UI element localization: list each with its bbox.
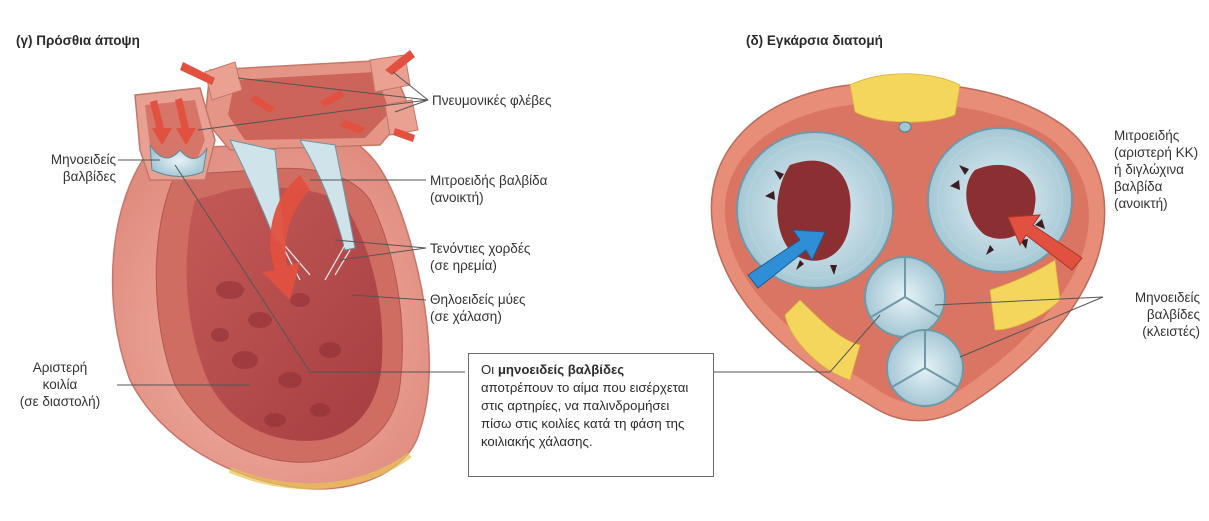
label-semilunar-closed: Μηνοειδείς βαλβίδες (κλειστές) bbox=[1104, 289, 1200, 340]
label-semilunar-valves: Μηνοειδείς βαλβίδες bbox=[20, 151, 116, 185]
label-chordae: Τενόντιες χορδές (σε ηρεμία) bbox=[430, 240, 530, 274]
label-mitral-valve-open: Μιτροειδής βαλβίδα (ανοικτή) bbox=[430, 172, 547, 206]
semilunar-callout-box: Οι μηνοειδείς βαλβίδες αποτρέπουν το αίμ… bbox=[468, 353, 714, 477]
callout-line: αποτρέπουν το αίμα που εισέρχεται bbox=[481, 379, 703, 397]
label-papillary-muscles: Θηλοειδείς μύες (σε χάλαση) bbox=[430, 291, 526, 325]
callout-first-line: Οι μηνοειδείς βαλβίδες bbox=[481, 361, 703, 379]
panel-c-title: (γ) Πρόσθια άποψη bbox=[16, 33, 140, 48]
label-pulmonary-veins: Πνευμονικές φλέβες bbox=[432, 92, 552, 109]
cross-section-drawing bbox=[711, 74, 1104, 421]
callout-line: στις αρτηρίες, να παλινδρομήσει bbox=[481, 397, 703, 415]
anterior-heart-drawing bbox=[113, 50, 430, 489]
callout-line: πίσω στις κοιλίες κατά τη φάση της bbox=[481, 415, 703, 433]
callout-bold-term: μηνοειδείς βαλβίδες bbox=[498, 362, 624, 377]
panel-d-title: (δ) Εγκάρσια διατομή bbox=[746, 33, 883, 48]
label-mitral-crosssection: Μιτροειδής (αριστερή ΚΚ) ή διγλώχινα βαλ… bbox=[1114, 127, 1198, 212]
callout-line: κοιλιακής χάλασης. bbox=[481, 433, 703, 451]
label-left-ventricle: Αριστερή κοιλία (σε διαστολή) bbox=[8, 359, 112, 410]
